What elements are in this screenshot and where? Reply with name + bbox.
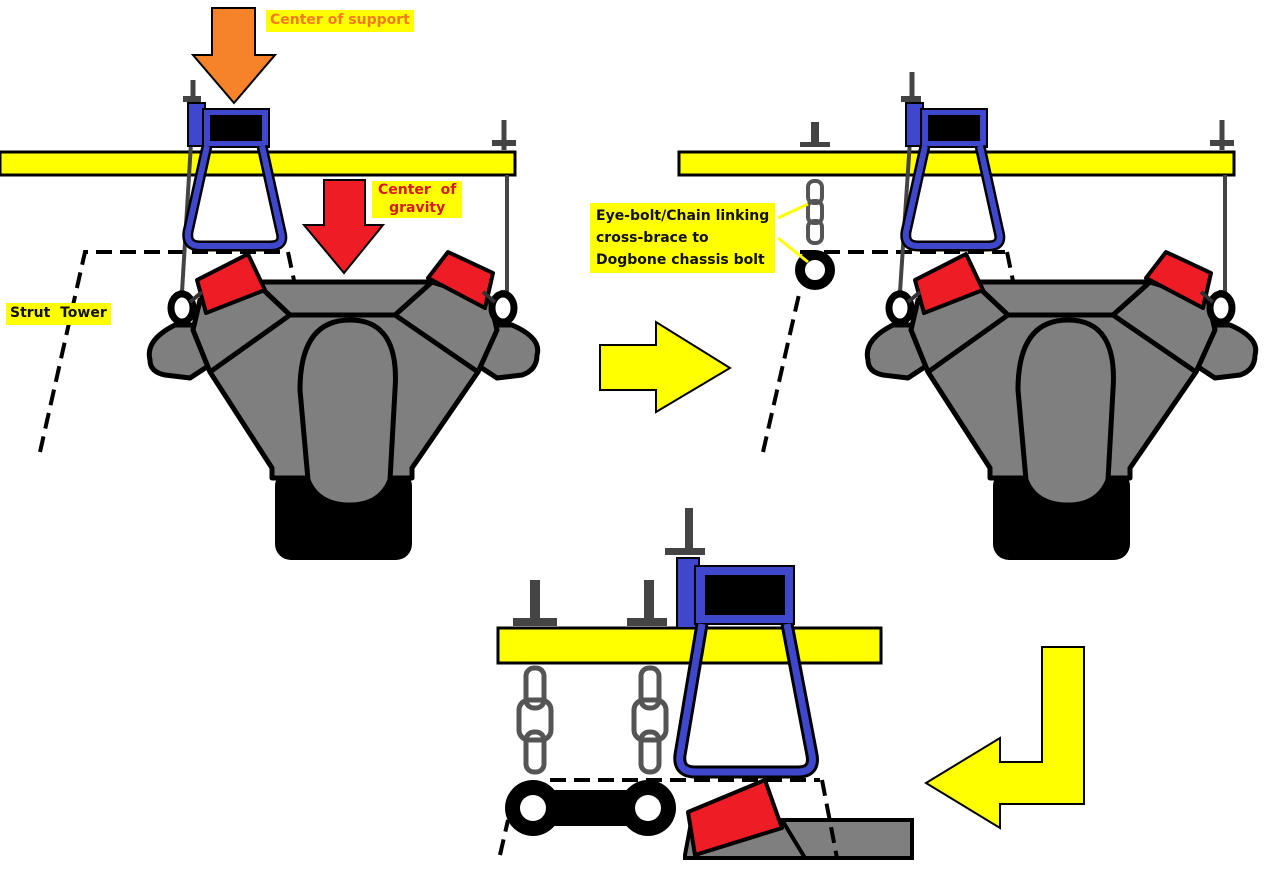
engine-block-2 — [867, 252, 1255, 560]
cross-brace-bar-3 — [496, 626, 883, 665]
center-of-support-label: Center of support — [266, 10, 414, 32]
center-of-gravity-arrow-icon — [301, 179, 386, 275]
strut-tower-label: Strut Tower — [6, 303, 111, 325]
center-of-gravity-label: Center of gravity — [372, 181, 463, 218]
bolt-right — [627, 580, 667, 626]
panel-after — [677, 72, 1256, 560]
cross-brace-bar-2 — [677, 150, 1236, 177]
lift-bracket-2 — [900, 102, 1006, 252]
chain-left — [516, 665, 554, 775]
return-arrow-icon — [924, 646, 1085, 830]
bolt-icon — [800, 122, 830, 147]
strut-tower-text: Strut Tower — [10, 305, 107, 321]
lift-bracket-3 — [665, 508, 819, 779]
chain-right — [631, 665, 669, 775]
eyebolt-text-1: Eye-bolt/Chain linking — [596, 208, 770, 224]
eyebolt-text-3: Dogbone chassis bolt — [596, 252, 765, 268]
right-arrow-icon — [599, 320, 732, 414]
callout-line-bottom — [777, 236, 809, 264]
bolt-left — [513, 580, 557, 626]
dogbone-mount — [505, 780, 676, 836]
center-of-support-text: Center of support — [270, 12, 410, 28]
panel-closeup — [496, 508, 914, 860]
center-of-gravity-text-1: Center of — [378, 182, 457, 198]
eyebolt-text-2: cross-brace to — [596, 230, 709, 246]
cross-brace-bar — [0, 150, 517, 177]
engine-block — [149, 252, 537, 560]
panel-before — [0, 7, 538, 560]
strut-tower-outline-3 — [498, 778, 839, 859]
center-of-gravity-text-2: gravity — [389, 199, 446, 216]
callout-line-top — [777, 202, 809, 220]
center-of-support-arrow-icon — [190, 7, 278, 105]
eyebolt-chain-label: Eye-bolt/Chain linking cross-brace to Do… — [590, 203, 776, 273]
lift-bracket — [182, 102, 288, 252]
